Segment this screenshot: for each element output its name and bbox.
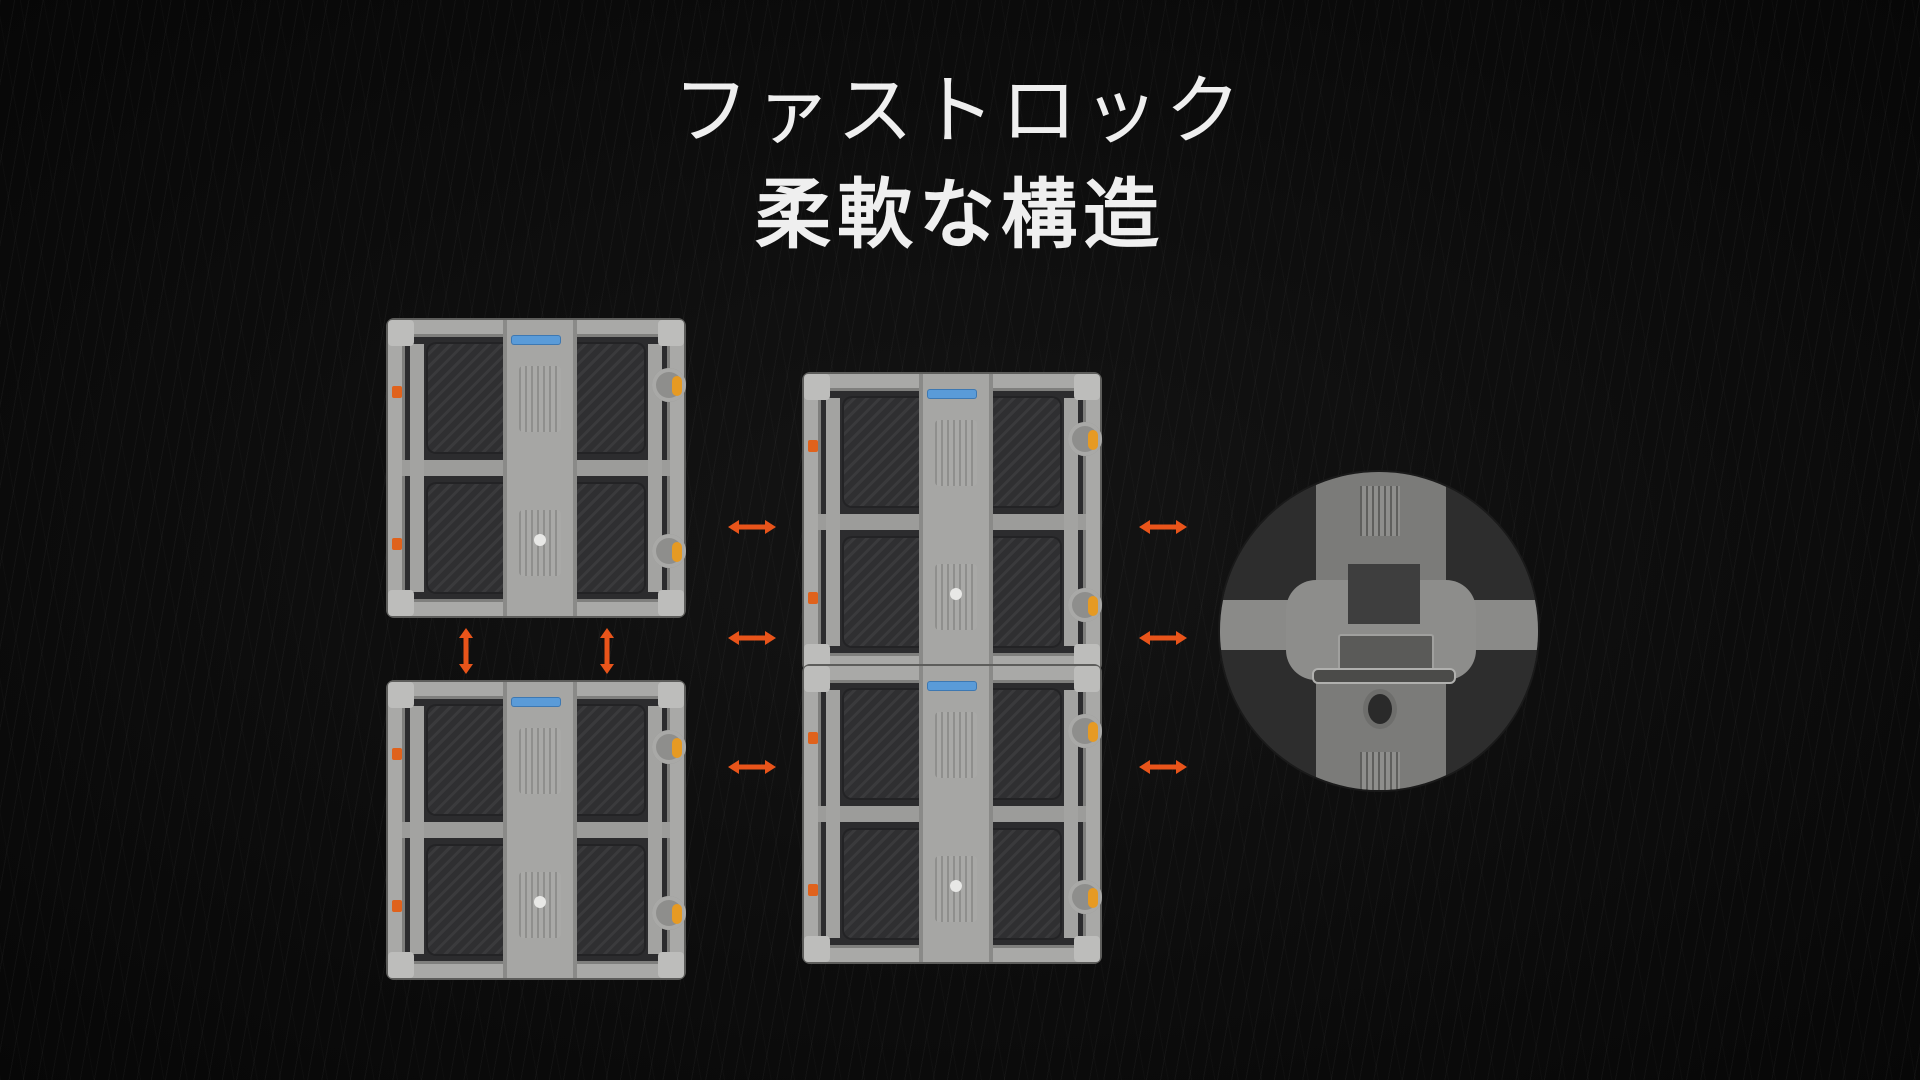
handle-icon [512, 698, 560, 706]
latch-icon [392, 386, 402, 398]
latch-icon [808, 440, 818, 452]
slide-title-line2: 柔軟な構造 [755, 170, 1165, 259]
horizontal-double-arrow-icon [1139, 760, 1187, 774]
fast-lock-icon [1068, 422, 1102, 456]
led-cabinet-left-top [388, 320, 686, 616]
latch-icon [392, 748, 402, 760]
horizontal-double-arrow-icon [728, 760, 776, 774]
fast-lock-icon [652, 730, 686, 764]
horizontal-double-arrow-icon [728, 520, 776, 534]
lock-bracket-icon [1338, 634, 1434, 672]
fast-lock-icon [1068, 880, 1102, 914]
fast-lock-icon [1068, 714, 1102, 748]
horizontal-double-arrow-icon [1139, 520, 1187, 534]
horizontal-double-arrow-icon [728, 631, 776, 645]
latch-icon [808, 884, 818, 896]
keyhole-icon [1368, 694, 1392, 724]
latch-icon [392, 538, 402, 550]
latch-icon [808, 732, 818, 744]
latch-icon [808, 592, 818, 604]
handle-icon [928, 682, 976, 690]
led-cabinet-middle-bottom [804, 666, 1102, 962]
vertical-double-arrow-icon [459, 628, 473, 674]
handle-icon [512, 336, 560, 344]
vertical-double-arrow-icon [600, 628, 614, 674]
fast-lock-icon [1068, 588, 1102, 622]
horizontal-double-arrow-icon [1139, 631, 1187, 645]
fast-lock-icon [652, 896, 686, 930]
fast-lock-icon [652, 534, 686, 568]
handle-icon [928, 390, 976, 398]
led-cabinet-middle-top [804, 374, 1102, 670]
handle-icon [1312, 668, 1456, 684]
fast-lock-detail-view [1220, 472, 1538, 790]
led-cabinet-left-bottom [388, 682, 686, 978]
fast-lock-icon [652, 368, 686, 402]
latch-icon [392, 900, 402, 912]
slide-title-line1: ファストロック [673, 66, 1247, 155]
